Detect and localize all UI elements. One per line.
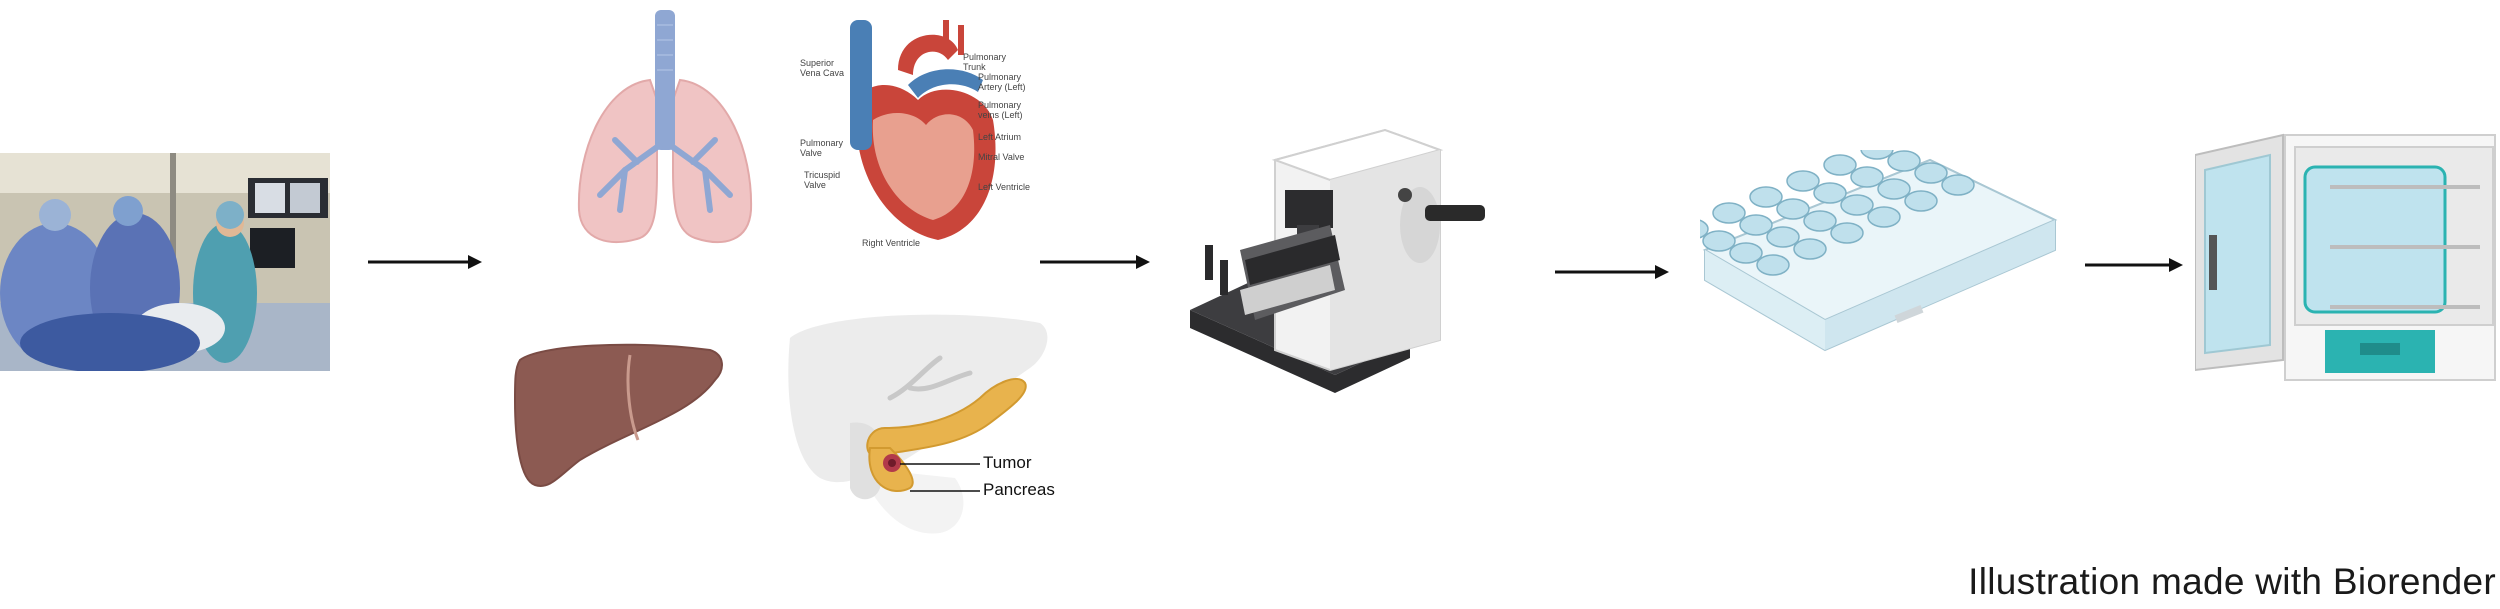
label-mitral-valve: Mitral Valve [978, 152, 1025, 162]
label-tricuspid-valve: Tricuspid Valve [804, 170, 841, 190]
well [1830, 222, 1864, 244]
label-pancreas: Pancreas [983, 480, 1055, 499]
well [1941, 174, 1975, 196]
label-pulmonary-trunk: Pulmonary Trunk [963, 52, 1007, 72]
well [1729, 242, 1763, 264]
well [1914, 162, 1948, 184]
well [1803, 210, 1837, 232]
well [1877, 178, 1911, 200]
arrow-3 [1555, 265, 1669, 279]
credit-text: Illustration made with Biorender [1968, 561, 2496, 602]
well [1840, 194, 1874, 216]
well [1700, 219, 1709, 239]
label-left-ventricle: Left Ventricle [978, 182, 1031, 192]
label-pulmonary-valve: Pulmonary Valve [800, 138, 844, 158]
label-pulmonary-artery-left: Pulmonary Artery (Left) [978, 72, 1026, 92]
arrow-4 [2085, 258, 2183, 272]
label-right-ventricle: Right Ventricle [862, 238, 921, 248]
heart-diagram: Superior Vena Cava Pulmonary Trunk Pulmo… [798, 10, 1038, 250]
microtome-illustration [1190, 128, 1485, 393]
well [1823, 154, 1857, 176]
lungs-illustration [577, 10, 753, 244]
well [1860, 150, 1894, 160]
well [1850, 166, 1884, 188]
well [1904, 190, 1938, 212]
well [1813, 182, 1847, 204]
label-left-atrium: Left Atrium [978, 132, 1022, 142]
surgery-photo [0, 153, 330, 371]
well [1793, 238, 1827, 260]
well [1702, 230, 1736, 252]
well [1756, 254, 1790, 276]
incubator-illustration [2195, 133, 2496, 381]
liver-illustration [513, 343, 723, 487]
well [1887, 150, 1921, 172]
well [1786, 170, 1820, 192]
well-plate-illustration [1700, 150, 2058, 352]
pancreas-diagram: Tumor Pancreas [780, 308, 1070, 543]
well [1766, 226, 1800, 248]
label-superior-vena-cava: Superior Vena Cava [800, 58, 845, 78]
arrow-1 [368, 255, 482, 269]
well [1749, 186, 1783, 208]
well [1712, 202, 1746, 224]
well [1867, 206, 1901, 228]
well [1776, 198, 1810, 220]
label-pulmonary-veins-left: Pulmonary veins (Left) [978, 100, 1023, 120]
label-tumor: Tumor [983, 453, 1032, 472]
arrow-2 [1040, 255, 1150, 269]
well [1739, 214, 1773, 236]
